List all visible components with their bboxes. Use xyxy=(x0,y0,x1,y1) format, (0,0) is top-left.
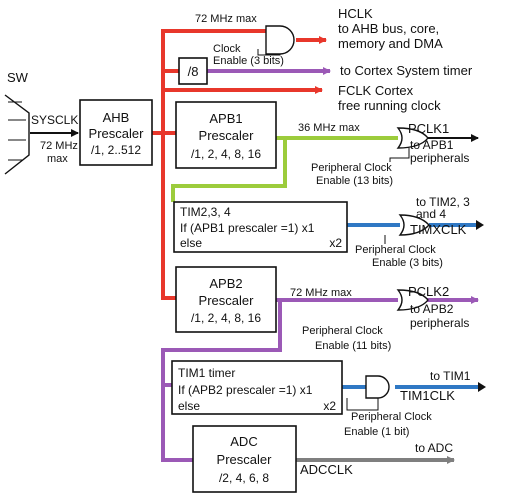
apb1-line3: /1, 2, 4, 8, 16 xyxy=(191,147,261,161)
adc-prescaler: ADC Prescaler /2, 4, 6, 8 xyxy=(192,425,297,493)
tim1-multiplier: TIM1 timer If (APB2 prescaler =1) x1 els… xyxy=(171,360,343,415)
apb2-out1: PCLK2 xyxy=(408,284,449,299)
tim234-multiplier: TIM2,3, 4 If (APB1 prescaler =1) x1 else… xyxy=(173,201,348,253)
pclk1-gate xyxy=(396,127,429,149)
apb2-max: 72 MHz max xyxy=(290,287,352,299)
apb2-prescaler: APB2 Prescaler /1, 2, 4, 8, 16 xyxy=(175,266,277,333)
sysclk-label: SYSCLK xyxy=(31,113,78,127)
apb2-out3: peripherals xyxy=(410,316,469,330)
apb2-enable2: Enable (11 bits) xyxy=(315,340,391,352)
wires xyxy=(30,29,479,464)
adc-out2: ADCCLK xyxy=(300,462,353,477)
tim1-line1: TIM1 timer xyxy=(178,366,235,380)
tim1-enable2: Enable (1 bit) xyxy=(344,426,409,438)
hclk-max: 72 MHz max xyxy=(195,13,257,25)
apb1-out1: PCLK1 xyxy=(408,121,449,136)
hclk-wire xyxy=(152,29,266,135)
sysclk-max-line1: 72 MHz xyxy=(40,140,78,152)
tim234-enable2: Enable (3 bits) xyxy=(372,257,443,269)
fclk-line1: FCLK Cortex xyxy=(338,83,414,98)
ahb-line1: AHB xyxy=(103,110,130,125)
ahb-line2: Prescaler xyxy=(89,126,145,141)
sw-mux: SW xyxy=(4,70,30,175)
tim234-line3a: else xyxy=(180,236,202,250)
ahb-prescaler: AHB Prescaler /1, 2..512 xyxy=(79,99,153,166)
tim1-out1: to TIM1 xyxy=(430,369,471,383)
hclk-desc2: memory and DMA xyxy=(338,36,443,51)
tim1-enable1: Peripheral Clock xyxy=(351,411,432,423)
fclk-line2: free running clock xyxy=(338,98,441,113)
hclk-desc1: to AHB bus, core, xyxy=(338,21,439,36)
tim234-enable1: Peripheral Clock xyxy=(355,244,436,256)
tim234-line1: TIM2,3, 4 xyxy=(180,205,231,219)
pclk2-gate xyxy=(396,289,429,311)
hclk-enable2: Enable (3 bits) xyxy=(213,55,284,67)
apb2-line3: /1, 2, 4, 8, 16 xyxy=(191,311,261,325)
enable-lines xyxy=(257,49,410,411)
timxclk-gate xyxy=(398,214,430,236)
adc-line3: /2, 4, 6, 8 xyxy=(219,471,269,485)
adc-out1: to ADC xyxy=(415,441,453,455)
apb1-enable2: Enable (13 bits) xyxy=(316,175,393,187)
apb2-enable1: Peripheral Clock xyxy=(302,325,383,337)
hclk-gate xyxy=(265,25,295,55)
apb1-enable1: Peripheral Clock xyxy=(311,162,392,174)
apb2-out2: to APB2 xyxy=(410,302,454,316)
tim234-out3: TIMXCLK xyxy=(410,222,467,237)
apb1-out3: peripherals xyxy=(410,151,469,165)
adc-line1: ADC xyxy=(230,434,257,449)
tim1-out2: TIM1CLK xyxy=(400,388,455,403)
tim1clk-arrowhead xyxy=(478,382,486,392)
systimer-div: /8 xyxy=(188,64,199,79)
tim234-line3b: x2 xyxy=(329,236,342,250)
apb1-line2: Prescaler xyxy=(199,128,255,143)
tim1clk-gate xyxy=(365,375,390,399)
tim234-out1: to TIM2, 3 xyxy=(416,195,470,209)
hclk-enable1: Clock xyxy=(213,43,241,55)
hclk-title: HCLK xyxy=(338,6,373,21)
sysclk-max-line2: max xyxy=(47,153,68,165)
apb2-line2: Prescaler xyxy=(199,293,255,308)
apb1-prescaler: APB1 Prescaler /1, 2, 4, 8, 16 xyxy=(175,101,277,169)
apb2-in-wire xyxy=(161,133,176,300)
tim1-line2: If (APB2 prescaler =1) x1 xyxy=(178,383,313,397)
apb2-line1: APB2 xyxy=(209,276,242,291)
sw-label: SW xyxy=(7,70,29,85)
systimer-divider: /8 xyxy=(178,57,208,85)
apb1-line1: APB1 xyxy=(209,111,242,126)
apb1-max: 36 MHz max xyxy=(298,122,360,134)
tim234-line2: If (APB1 prescaler =1) x1 xyxy=(180,221,315,235)
timxclk-arrowhead xyxy=(476,220,484,230)
tim234-in-wire xyxy=(171,138,287,202)
tim1-line3b: x2 xyxy=(323,399,336,413)
tim234-out2: and 4 xyxy=(416,207,446,221)
ahb-line3: /1, 2..512 xyxy=(91,143,141,157)
tim1-line3a: else xyxy=(178,399,200,413)
tim1-adc-wire xyxy=(161,300,282,462)
systimer-label: to Cortex System timer xyxy=(340,63,473,78)
adc-line2: Prescaler xyxy=(217,452,273,467)
apb1-out2: to APB1 xyxy=(410,138,454,152)
